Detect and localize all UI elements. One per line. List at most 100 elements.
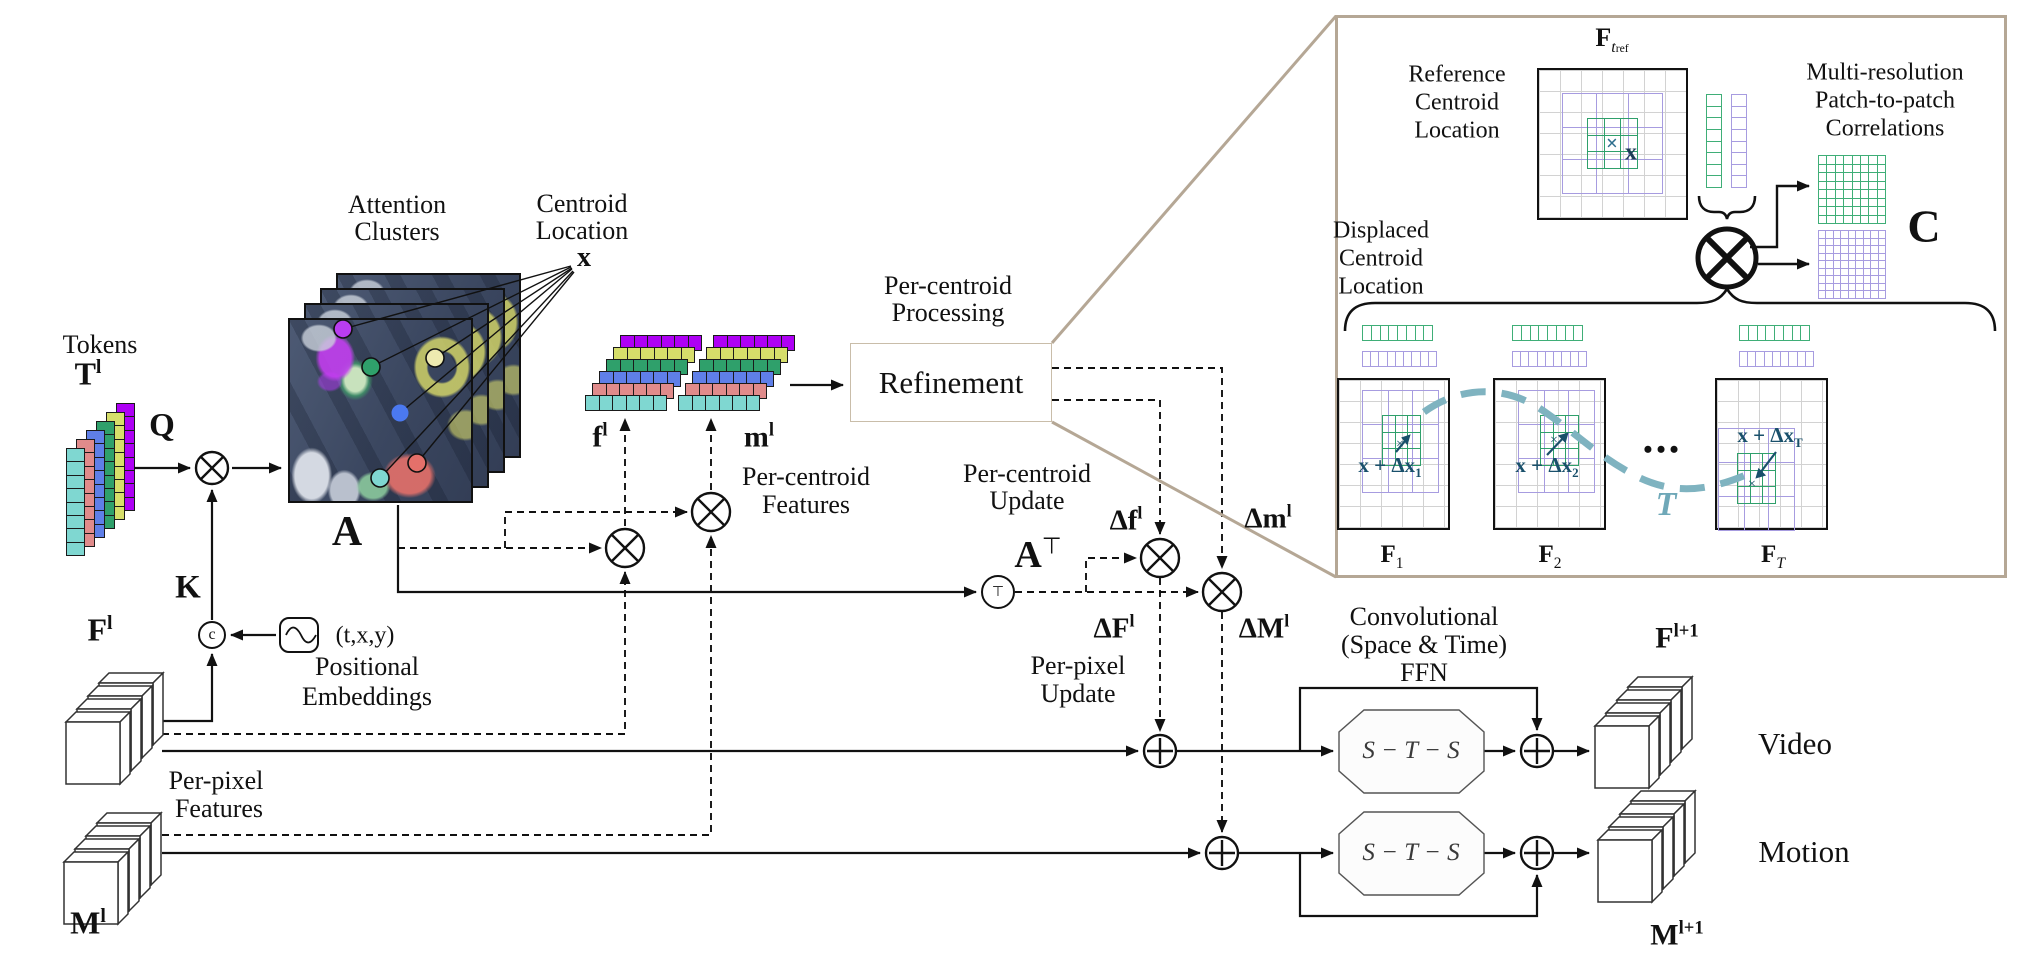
attention-clusters-label-1: Attention [347, 190, 447, 219]
video-out-symbol: Fl+1 [1655, 620, 1699, 655]
motion-features-symbol: Ml [70, 904, 106, 941]
displaced-centroid-label-2: Centroid [1339, 245, 1423, 272]
multires-label-3: Correlations [1825, 115, 1945, 142]
concat-symbol: c [208, 626, 216, 643]
operator-symbols [194, 226, 1759, 871]
per-centroid-processing-label-2: Processing [891, 298, 1005, 327]
delta-f-symbol: Δfl [1109, 502, 1143, 537]
svg-text:×: × [1550, 433, 1558, 448]
displaced-xT-label: x + ΔxT [1737, 422, 1803, 451]
token-stack [66, 403, 186, 556]
attention-transpose-symbol: A⊤ [1014, 533, 1062, 576]
tokens-symbol: Tl [74, 355, 102, 392]
reference-fine-patch [1587, 118, 1638, 169]
delta-F-symbol: ΔFl [1093, 610, 1135, 645]
displaced-vector-green-T [1739, 325, 1810, 341]
frameT-symbol: FT [1761, 541, 1785, 572]
attention-symbol: A [331, 509, 363, 555]
key-symbol: K [175, 569, 201, 606]
displaced-centroid-label-1: Displaced [1333, 217, 1429, 244]
centroid-pointer-lines [342, 265, 575, 479]
sts-octagons [1338, 709, 1485, 896]
reference-centroid-label-2: Centroid [1415, 89, 1499, 116]
sts-label-motion: S − T − S [1362, 839, 1460, 866]
correlation-grid-coarse [1818, 230, 1886, 299]
displaced-x2-label: x + Δx2 [1515, 452, 1579, 481]
svg-text:×: × [1606, 131, 1618, 155]
dashed-flow-lines [162, 367, 1228, 836]
zoom-connector-lines [1050, 15, 1338, 579]
per-centroid-features-label-2: Features [761, 490, 851, 519]
per-centroid-features-label-1: Per-centroid [742, 462, 870, 491]
centroid-location-label-1: Centroid [536, 189, 628, 218]
ffn-label-3: FFN [1400, 658, 1448, 687]
centroid-feature-stack-f [585, 335, 705, 411]
displaced-vector-purple-2 [1512, 351, 1587, 367]
multires-label-2: Patch-to-patch [1815, 87, 1955, 114]
m-row-cyan [678, 395, 760, 411]
pixel-cubes-F-out [1593, 675, 1694, 790]
per-pixel-update-label-2: Update [1040, 679, 1116, 708]
f-centroid-symbol: fl [592, 419, 608, 454]
correlation-symbol: C [1907, 200, 1941, 252]
correlation-arrows [1750, 180, 1810, 270]
trajectory-symbol: T [1655, 486, 1677, 523]
ffn-label-1: Convolutional [1349, 602, 1499, 631]
motion-out-symbol: Ml+1 [1650, 917, 1704, 952]
video-label: Video [1758, 726, 1832, 761]
positional-label-1: Positional [314, 652, 420, 681]
circled-transpose-symbol: ⊤ [991, 584, 1005, 600]
pos-tuple-label: (t,x,y) [335, 622, 395, 649]
per-pixel-update-label-1: Per-pixel [1030, 651, 1126, 680]
pixel-cubes-M [62, 811, 163, 926]
token-column-cyan [66, 448, 85, 556]
reference-centroid-label-3: Location [1414, 117, 1500, 144]
delta-m-symbol: Δml [1244, 500, 1292, 535]
positional-label-2: Embeddings [302, 682, 432, 711]
reference-vector-green [1706, 94, 1722, 188]
solid-flow-lines [134, 379, 1590, 918]
displaced-vector-green-2 [1512, 325, 1583, 341]
motion-label: Motion [1758, 834, 1850, 869]
per-centroid-update-label-2: Update [989, 486, 1065, 515]
displacement-markers: × × × × [1395, 131, 1777, 492]
per-centroid-processing-label-1: Per-centroid [884, 271, 1012, 300]
reference-frame-symbol: Ftref [1595, 22, 1629, 57]
query-symbol: Q [149, 407, 175, 444]
refinement-label: Refinement [878, 365, 1024, 400]
displaced-centroid-label-3: Location [1338, 273, 1424, 300]
displaced-vector-green-1 [1362, 325, 1433, 341]
reference-x-symbol: x [1625, 139, 1637, 166]
centroid-feature-stack-m [678, 335, 798, 411]
delta-M-symbol: ΔMl [1238, 610, 1290, 645]
ffn-label-2: (Space & Time) [1340, 630, 1508, 659]
displaced-x1-label: x + Δx1 [1358, 452, 1422, 481]
m-centroid-symbol: ml [743, 419, 775, 454]
reference-vector-purple [1731, 94, 1747, 188]
pixel-cubes-M-out [1596, 789, 1697, 904]
pixel-cubes-F [64, 671, 165, 786]
displaced-vector-purple-1 [1362, 351, 1437, 367]
sts-label-video: S − T − S [1362, 737, 1460, 764]
centroid-dots [333, 319, 445, 488]
frame1-fine-patch [1382, 415, 1421, 466]
ellipsis-dots: ••• [1643, 435, 1683, 464]
refinement-box [850, 343, 1052, 422]
centroid-x-symbol: x [577, 242, 591, 273]
brace-shapes [1343, 195, 1997, 332]
video-features-symbol: Fl [87, 611, 113, 648]
correlation-grid-fine [1818, 155, 1886, 224]
per-pixel-features-label-2: Features [174, 794, 264, 823]
svg-text:×: × [1748, 477, 1756, 492]
attention-clusters-label-2: Clusters [354, 217, 440, 246]
multires-label-1: Multi-resolution [1806, 59, 1964, 86]
per-centroid-update-label-1: Per-centroid [963, 459, 1091, 488]
sine-generator-icon [279, 617, 319, 653]
f-row-cyan [585, 395, 667, 411]
frame1-symbol: F1 [1380, 541, 1404, 572]
tokens-label: Tokens [62, 330, 138, 359]
reference-centroid-label-1: Reference [1408, 61, 1506, 88]
per-pixel-features-label-1: Per-pixel [168, 766, 264, 795]
